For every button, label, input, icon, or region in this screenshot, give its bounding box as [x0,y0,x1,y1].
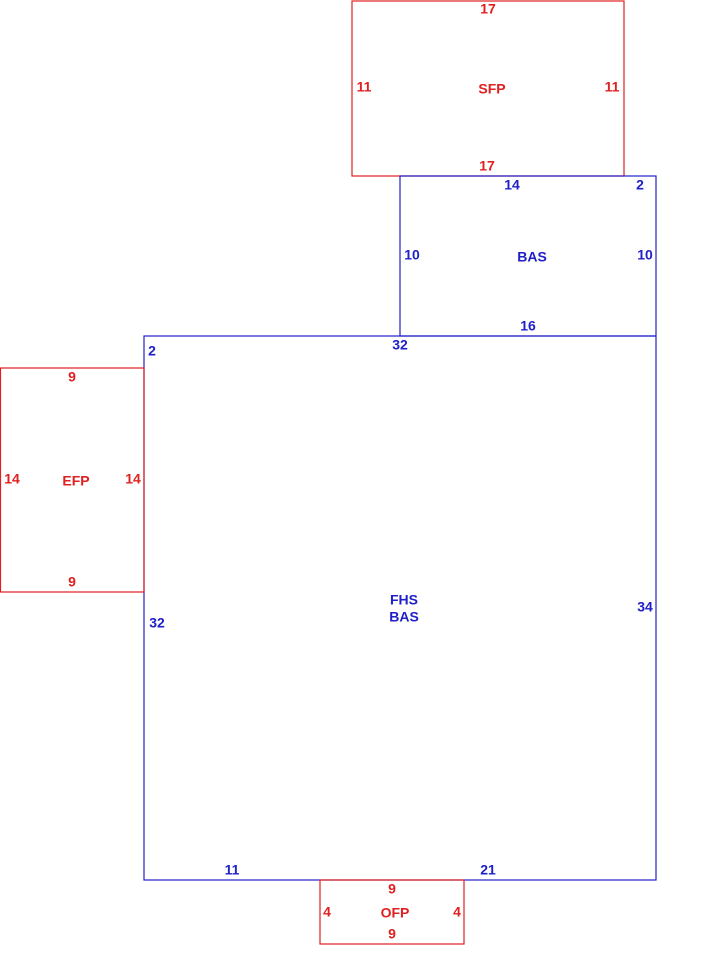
ofp-outline [319,879,465,945]
efp-top-dimension: 9 [68,369,76,385]
sfp-left-dimension: 11 [357,79,372,95]
ofp-left-dimension: 4 [323,904,331,920]
area-ofp: 9 4 OFP 4 9 [319,879,465,945]
main-left-dimension: 32 [149,615,165,631]
bas-upper-left-dimension: 10 [404,247,420,263]
ofp-top-dimension: 9 [388,881,396,897]
area-efp: 9 14 EFP 14 9 [0,367,145,593]
sfp-area-code: SFP [478,81,505,97]
bas-upper-top-dimension: 14 [504,177,520,193]
efp-left-dimension: 14 [4,471,20,487]
main-bottom-left-dimension: 11 [225,862,240,878]
ofp-bottom-dimension: 9 [388,926,396,942]
sfp-top-dimension: 17 [480,1,496,17]
ofp-right-dimension: 4 [453,904,461,920]
main-top-dimension: 32 [392,337,408,353]
efp-right-dimension: 14 [125,471,141,487]
efp-outline [0,367,145,593]
main-top-left-dimension: 2 [148,343,156,359]
sfp-right-dimension: 11 [605,79,620,95]
bas-upper-right-dimension: 10 [637,247,653,263]
main-area-code-line2: BAS [389,609,419,625]
area-bas-upper: 14 2 10 BAS 10 16 [399,175,657,337]
sfp-bottom-dimension: 17 [479,158,495,174]
efp-area-code: EFP [62,473,89,489]
main-right-dimension: 34 [637,599,653,615]
bas-upper-top-right-dimension: 2 [636,177,644,193]
ofp-area-code: OFP [381,905,410,921]
main-area-code-line1: FHS [390,592,418,608]
efp-bottom-dimension: 9 [68,574,76,590]
bas-upper-area-code: BAS [517,249,547,265]
area-main: 2 32 FHS BAS 32 34 11 21 [143,335,657,881]
main-bottom-right-dimension: 21 [480,862,496,878]
area-sfp: 17 11 11 SFP 17 [351,0,625,177]
bas-upper-bottom-dimension: 16 [520,318,536,334]
